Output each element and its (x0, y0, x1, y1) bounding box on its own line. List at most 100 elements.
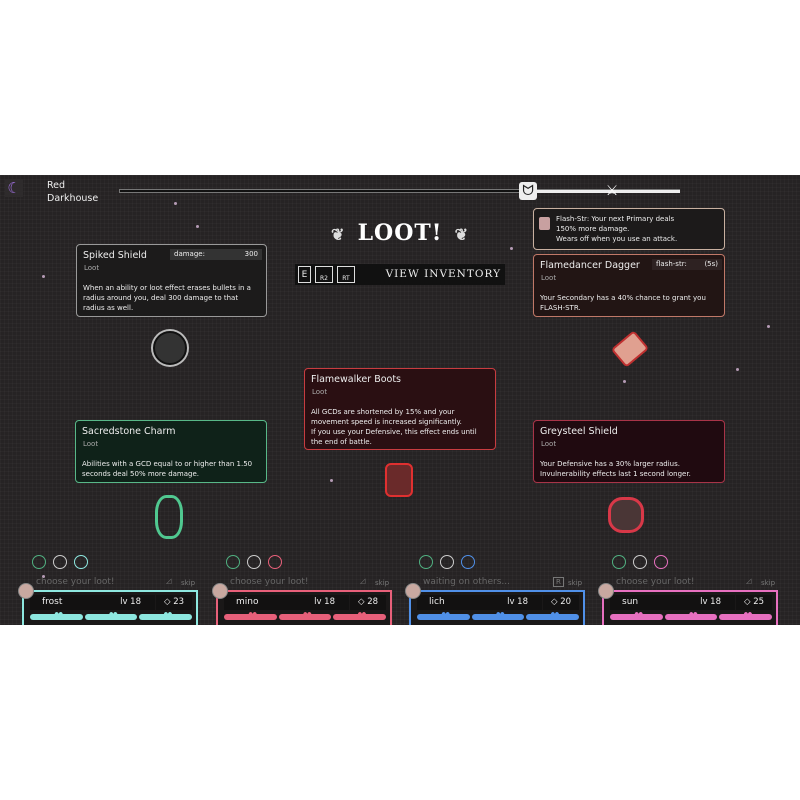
gem-value: 20 (560, 597, 572, 607)
health-segment: ♥ (278, 611, 332, 622)
star (174, 202, 177, 205)
star (736, 368, 739, 371)
loot-choice-icon[interactable] (440, 555, 454, 569)
flamewalker-boots-card[interactable]: Flamewalker Boots Loot All GCDs are shor… (304, 368, 496, 450)
loot-choice-icon[interactable] (53, 555, 67, 569)
gem-count: ◇ 28 (350, 595, 386, 610)
player-avatar (405, 583, 421, 599)
card-type: Loot (312, 388, 328, 396)
tooltip-line: Wears off when you use an attack. (556, 235, 678, 243)
key-r2: R2 (315, 266, 333, 283)
card-type: Loot (541, 440, 557, 448)
card-title: Greysteel Shield (540, 426, 618, 437)
key-e: E (298, 266, 311, 283)
loot-choice-icon[interactable] (247, 555, 261, 569)
flamedancer-dagger-item-icon[interactable] (610, 330, 650, 368)
health-segment: ♥ (471, 611, 525, 622)
player-name: frost (42, 597, 63, 607)
skip-button[interactable]: skip (568, 579, 583, 587)
heart-icon: ♥ (550, 610, 560, 623)
sacredstone-charm-card[interactable]: Sacredstone Charm Loot Abilities with a … (75, 420, 267, 483)
game-screen: ☾ Red Darkhouse ᗢ ⚔ LOOT! E R2 RT VIEW I… (0, 175, 800, 625)
card-type: Loot (541, 274, 557, 282)
skip-button[interactable]: skip (761, 579, 776, 587)
health-bar: ♥ ♥ ♥ (30, 610, 193, 623)
player-avatar (18, 583, 34, 599)
spiked-shield-item-icon[interactable] (153, 331, 187, 365)
bunny-icon: ᗢ (519, 182, 537, 200)
gem-value: 28 (367, 597, 379, 607)
loot-title: LOOT! (331, 220, 469, 246)
star (196, 225, 199, 228)
flamewalker-boots-item-icon[interactable] (385, 463, 413, 497)
loot-choice-icon[interactable] (268, 555, 282, 569)
card-desc: Abilities with a GCD equal to or higher … (82, 460, 253, 478)
flash-str-icon (539, 217, 550, 230)
heart-icon: ♥ (53, 610, 64, 623)
loot-choice-icon[interactable] (654, 555, 668, 569)
health-segment: ♥ (84, 610, 138, 623)
star (510, 247, 513, 250)
gem-count: ◇ 23 (156, 595, 192, 610)
tooltip-line: Flash-Str: Your next Primary deals (556, 215, 675, 223)
flash-str-tooltip: Flash-Str: Your next Primary deals 150% … (533, 208, 725, 250)
health-segment: ♥ (139, 611, 193, 622)
loot-choice-icon[interactable] (74, 555, 88, 569)
location-line1: Red (47, 180, 66, 191)
stat-value: (5s) (704, 260, 718, 268)
loot-choice-icon[interactable] (419, 555, 433, 569)
card-title: Flamewalker Boots (311, 374, 402, 385)
location-line2: Darkhouse (47, 193, 99, 204)
skip-button[interactable]: skip (375, 579, 390, 587)
player-status: choose your loot! (230, 577, 309, 587)
loot-choice-icon[interactable] (461, 555, 475, 569)
card-type: Loot (84, 264, 100, 272)
player-avatar (598, 583, 614, 599)
spiked-shield-card[interactable]: Spiked Shield damage:300 Loot When an ab… (76, 244, 267, 317)
health-segment: ♥ (333, 610, 387, 623)
card-desc: Your Defensive has a 30% larger radius. … (540, 460, 691, 478)
health-bar: ♥ ♥ ♥ (417, 610, 580, 623)
flamedancer-dagger-card[interactable]: Flamedancer Dagger flash-str:(5s) Loot Y… (533, 254, 725, 317)
view-inventory-label: VIEW INVENTORY (385, 268, 501, 280)
player-name: mino (236, 597, 259, 607)
health-segment: ♥ (526, 610, 580, 623)
skip-button[interactable]: skip (181, 579, 196, 587)
player-status: waiting on others... (423, 577, 511, 587)
player-level: lv 18 (507, 597, 528, 607)
loot-choice-icon[interactable] (633, 555, 647, 569)
loot-choice-icon[interactable] (32, 555, 46, 569)
player-level: lv 18 (700, 597, 721, 607)
gem-count: ◇ 25 (736, 595, 772, 610)
card-title: Spiked Shield (83, 250, 147, 261)
view-inventory-button[interactable]: E R2 RT VIEW INVENTORY (295, 264, 505, 285)
greysteel-shield-item-icon[interactable] (608, 497, 644, 533)
moon-icon[interactable]: ☾ (5, 179, 23, 197)
gem-value: 23 (173, 597, 185, 607)
greysteel-shield-card[interactable]: Greysteel Shield Loot Your Defensive has… (533, 420, 725, 483)
player-status: choose your loot! (616, 577, 695, 587)
loot-choice-icon[interactable] (612, 555, 626, 569)
player-name: lich (429, 597, 445, 607)
player-avatar (212, 583, 228, 599)
health-bar: ♥♥♥ (610, 611, 773, 622)
loot-choice-icon[interactable] (226, 555, 240, 569)
sacredstone-charm-item-icon[interactable] (155, 495, 183, 539)
card-desc: When an ability or loot effect erases bu… (83, 284, 251, 312)
player-status: choose your loot! (36, 577, 115, 587)
heart-icon: ♥ (440, 610, 451, 623)
stat-label: damage: (174, 250, 205, 258)
heart-icon: ♥ (357, 610, 367, 623)
heart-icon: ♥ (108, 610, 119, 623)
star (330, 479, 333, 482)
heart-icon: ♥ (247, 610, 258, 623)
stat-label: flash-str: (656, 260, 687, 268)
health-segment: ♥ (664, 611, 718, 622)
gem-value: 25 (753, 597, 765, 607)
health-segment: ♥ (610, 611, 663, 622)
card-type: Loot (83, 440, 99, 448)
